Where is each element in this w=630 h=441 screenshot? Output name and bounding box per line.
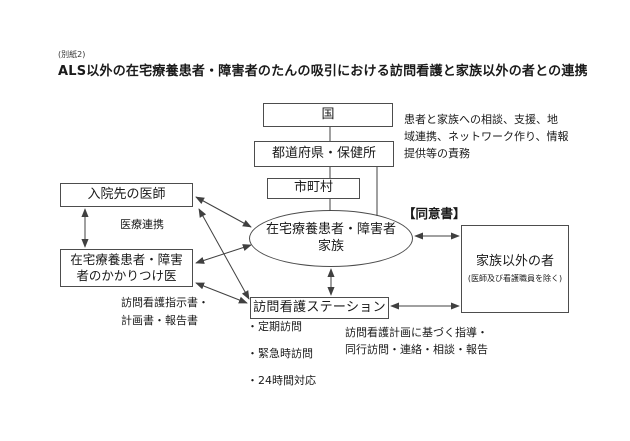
guidance-annotation: 訪問看護計画に基づく指導・ 同行訪問・連絡・相談・報告	[345, 324, 488, 358]
node-prefecture-health-center-label: 都道府県・保健所	[271, 145, 376, 161]
responsibility-line-3: 提供等の責務	[404, 147, 470, 161]
connector-hospital-doctor-patient-family	[195, 196, 252, 228]
guidance-line-1: 訪問看護計画に基づく指導・	[345, 326, 488, 339]
node-patient-and-family-label-line1: 在宅療養患者・障害者	[265, 222, 396, 238]
nursing-documents-label: 訪問看護指示書・ 計画書・報告書	[121, 294, 209, 329]
connector-family-doctor-patient-family	[195, 244, 252, 264]
responsibility-line-2: 域連携、ネットワーク作り、情報	[404, 130, 569, 144]
node-hospital-doctor-label: 入院先の医師	[87, 186, 166, 202]
node-family-doctor-label-line1: 在宅療養患者・障害	[70, 252, 183, 268]
node-patient-and-family-label-line2: 家族	[317, 238, 344, 254]
node-non-family-caregiver-label: 家族以外の者	[475, 254, 554, 270]
node-municipality: 市町村	[267, 178, 360, 199]
node-nursing-station-label: 訪問看護ステーション	[253, 299, 386, 315]
node-patient-and-family: 在宅療養患者・障害者 家族	[249, 210, 413, 267]
node-national-government: 国	[263, 103, 393, 127]
nursing-station-services-list: ・定期訪問 ・緊急時訪問 ・24時間対応	[247, 318, 316, 399]
node-non-family-caregiver: 家族以外の者 (医師及び看護職員を除く)	[461, 225, 569, 313]
responsibility-line-1: 患者と家族への相談、支援、地	[404, 113, 558, 126]
consent-form-label: 【同意書】	[403, 206, 466, 221]
connector-hospital-doctor-nursing-station	[198, 208, 250, 300]
responsibility-annotation: 患者と家族への相談、支援、地 域連携、ネットワーク作り、情報 提供等の責務	[404, 111, 569, 162]
service-item-24h-support: ・24時間対応	[247, 374, 316, 388]
attachment-note: (別紙2)	[58, 50, 86, 59]
node-non-family-caregiver-note: (医師及び看護職員を除く)	[467, 273, 563, 283]
service-item-regular-visit: ・定期訪問	[247, 320, 302, 333]
guidance-line-2: 同行訪問・連絡・相談・報告	[345, 343, 488, 357]
node-national-government-label: 国	[321, 106, 335, 122]
node-family-doctor: 在宅療養患者・障害 者のかかりつけ医	[60, 249, 193, 287]
nursing-documents-line-1: 訪問看護指示書・	[121, 296, 209, 309]
node-family-doctor-label-line2: 者のかかりつけ医	[76, 268, 177, 283]
node-nursing-station: 訪問看護ステーション	[250, 297, 389, 319]
service-item-emergency-visit: ・緊急時訪問	[247, 347, 313, 361]
medical-cooperation-label: 医療連携	[120, 218, 164, 231]
node-prefecture-health-center: 都道府県・保健所	[254, 141, 394, 167]
nursing-documents-line-2: 計画書・報告書	[121, 313, 198, 327]
node-municipality-label: 市町村	[293, 180, 333, 196]
page-title: ALS以外の在宅療養患者・障害者のたんの吸引における訪問看護と家族以外の者との連…	[58, 64, 588, 79]
node-hospital-doctor: 入院先の医師	[60, 183, 193, 207]
